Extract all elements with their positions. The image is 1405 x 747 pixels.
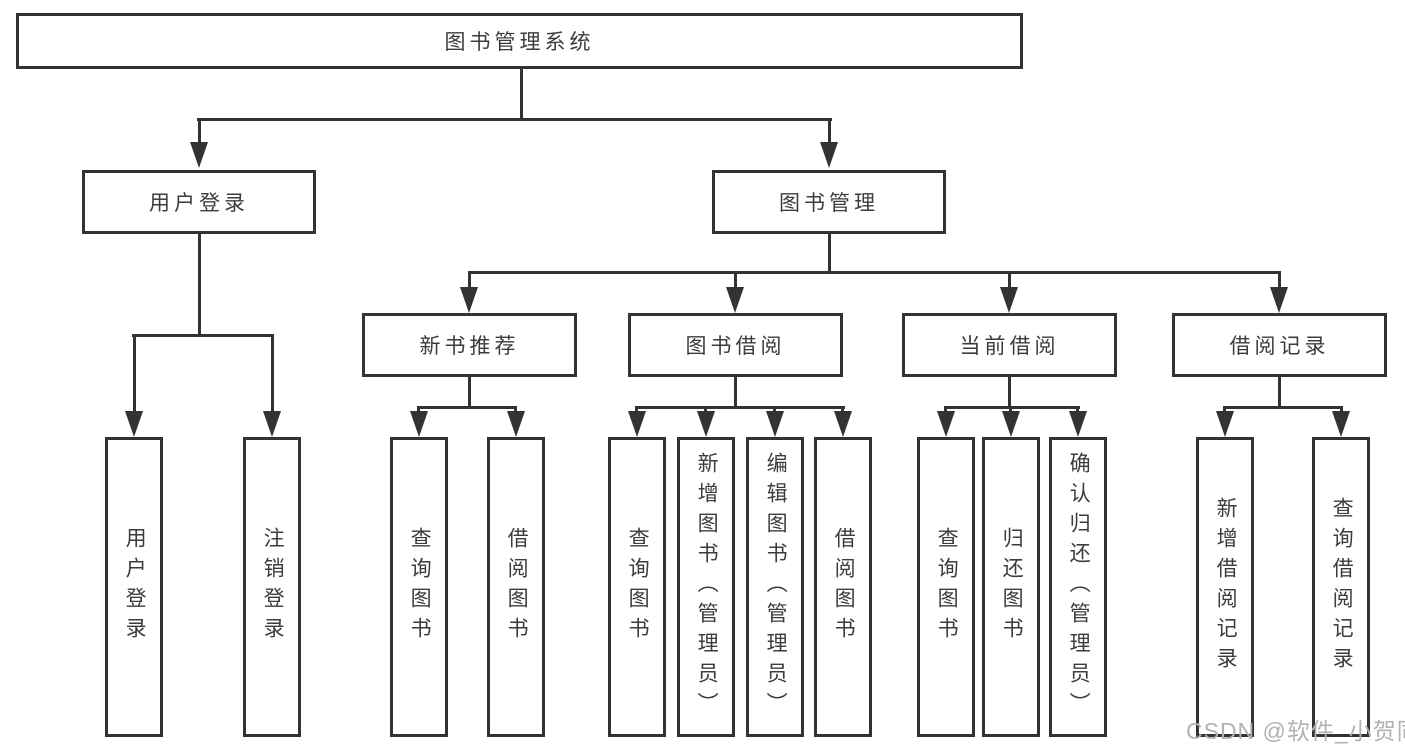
node-user-login: 用户登录 bbox=[82, 170, 316, 234]
leaf-edit-books-admin: 编辑图书（管理员） bbox=[746, 437, 804, 737]
connector-line bbox=[520, 68, 523, 121]
connector-line bbox=[944, 406, 1080, 409]
arrow-down-icon bbox=[820, 142, 838, 168]
arrow-down-icon bbox=[1332, 411, 1350, 437]
connector-line bbox=[1278, 271, 1281, 288]
connector-line bbox=[1340, 406, 1343, 414]
leaf-user-login: 用户登录 bbox=[105, 437, 163, 737]
connector-line bbox=[132, 334, 274, 337]
connector-line bbox=[198, 118, 201, 144]
arrow-down-icon bbox=[1069, 411, 1087, 437]
connector-line bbox=[635, 406, 638, 414]
arrow-down-icon bbox=[507, 411, 525, 437]
connector-line bbox=[828, 232, 831, 273]
leaf-label: 编辑图书（管理员） bbox=[764, 452, 788, 722]
node-new-book-recommendation: 新书推荐 bbox=[362, 313, 577, 377]
arrow-down-icon bbox=[125, 411, 143, 437]
arrow-down-icon bbox=[190, 142, 208, 168]
connector-line bbox=[1076, 406, 1079, 414]
node-book-borrowing: 图书借阅 bbox=[628, 313, 843, 377]
leaf-query-books-3: 查询图书 bbox=[917, 437, 975, 737]
leaf-label: 查询借阅记录 bbox=[1330, 497, 1354, 677]
leaf-label: 注销登录 bbox=[261, 527, 285, 647]
connector-line bbox=[704, 406, 707, 414]
arrow-down-icon bbox=[766, 411, 784, 437]
leaf-label: 新增借阅记录 bbox=[1214, 497, 1238, 677]
leaf-label: 用户登录 bbox=[123, 527, 147, 647]
leaf-add-books-admin: 新增图书（管理员） bbox=[677, 437, 735, 737]
connector-line bbox=[1278, 375, 1281, 408]
connector-line bbox=[198, 232, 201, 336]
connector-line bbox=[417, 406, 420, 414]
node-current-borrowing: 当前借阅 bbox=[902, 313, 1117, 377]
arrow-down-icon bbox=[1216, 411, 1234, 437]
node-borrowing-records: 借阅记录 bbox=[1172, 313, 1387, 377]
arrow-down-icon bbox=[460, 287, 478, 313]
leaf-query-books-1: 查询图书 bbox=[390, 437, 448, 737]
connector-line bbox=[468, 271, 1281, 274]
connector-line bbox=[1223, 406, 1343, 409]
leaf-label: 查询图书 bbox=[408, 527, 432, 647]
leaf-label: 归还图书 bbox=[1000, 527, 1024, 647]
connector-line bbox=[944, 406, 947, 414]
arrow-down-icon bbox=[834, 411, 852, 437]
leaf-confirm-return-admin: 确认归还（管理员） bbox=[1049, 437, 1107, 737]
arrow-down-icon bbox=[1270, 287, 1288, 313]
watermark-text: CSDN @软件_小贺同学 bbox=[1186, 718, 1405, 744]
leaf-label: 借阅图书 bbox=[505, 527, 529, 647]
arrow-down-icon bbox=[937, 411, 955, 437]
connector-line bbox=[1008, 375, 1011, 408]
connector-line bbox=[417, 406, 517, 409]
connector-line bbox=[468, 375, 471, 408]
leaf-label: 借阅图书 bbox=[832, 527, 856, 647]
connector-line bbox=[828, 118, 831, 144]
connector-line bbox=[1008, 271, 1011, 288]
leaf-borrow-books-2: 借阅图书 bbox=[814, 437, 872, 737]
arrow-down-icon bbox=[697, 411, 715, 437]
arrow-down-icon bbox=[726, 287, 744, 313]
connector-line bbox=[734, 271, 737, 288]
connector-line bbox=[271, 334, 274, 413]
leaf-query-books-2: 查询图书 bbox=[608, 437, 666, 737]
connector-line bbox=[1223, 406, 1226, 414]
connector-line bbox=[1009, 406, 1012, 414]
leaf-add-borrow-record: 新增借阅记录 bbox=[1196, 437, 1254, 737]
connector-line bbox=[635, 406, 845, 409]
leaf-borrow-books-1: 借阅图书 bbox=[487, 437, 545, 737]
leaf-logout: 注销登录 bbox=[243, 437, 301, 737]
arrow-down-icon bbox=[1000, 287, 1018, 313]
node-library-management-system: 图书管理系统 bbox=[16, 13, 1023, 69]
leaf-label: 新增图书（管理员） bbox=[695, 452, 719, 722]
node-book-management: 图书管理 bbox=[712, 170, 946, 234]
arrow-down-icon bbox=[410, 411, 428, 437]
connector-line bbox=[468, 271, 471, 288]
connector-line bbox=[514, 406, 517, 414]
leaf-query-borrow-record: 查询借阅记录 bbox=[1312, 437, 1370, 737]
connector-line bbox=[773, 406, 776, 414]
leaf-return-books: 归还图书 bbox=[982, 437, 1040, 737]
leaf-label: 确认归还（管理员） bbox=[1067, 452, 1091, 722]
connector-line bbox=[841, 406, 844, 414]
connector-line bbox=[197, 118, 832, 121]
connector-line bbox=[133, 334, 136, 413]
leaf-label: 查询图书 bbox=[626, 527, 650, 647]
arrow-down-icon bbox=[628, 411, 646, 437]
leaf-label: 查询图书 bbox=[935, 527, 959, 647]
connector-line bbox=[734, 375, 737, 408]
arrow-down-icon bbox=[1002, 411, 1020, 437]
arrow-down-icon bbox=[263, 411, 281, 437]
